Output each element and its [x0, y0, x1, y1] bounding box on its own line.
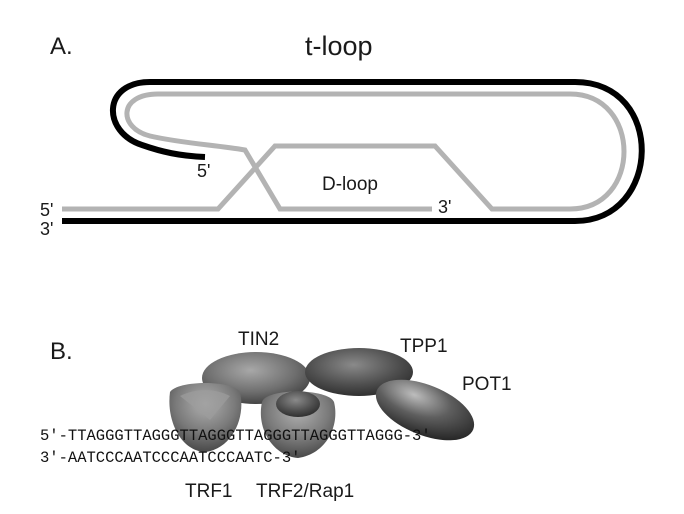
pot1-protein-shape	[375, 379, 475, 441]
trf2-rap1-label: TRF2/Rap1	[256, 481, 354, 502]
trf1-highlight	[180, 390, 230, 420]
panel-b: B. TIN2 TPP1 POT1 5'-TTAGGGTTAGGGTTAGGGT…	[40, 329, 512, 502]
five-prime-left-label: 5'	[40, 200, 53, 220]
three-prime-inner-label: 3'	[438, 197, 451, 217]
tin2-label: TIN2	[238, 329, 279, 350]
d-loop-label: D-loop	[322, 174, 378, 195]
five-prime-inner-label: 5'	[197, 161, 210, 181]
panel-a: A. t-loop 5' 5' 3' D-loop 3'	[40, 31, 645, 239]
three-prime-left-label: 3'	[40, 219, 53, 239]
gray-strand	[62, 91, 627, 212]
rap1-protein-shape	[276, 391, 320, 417]
trf1-label: TRF1	[185, 481, 233, 502]
panel-b-label: B.	[50, 338, 73, 365]
black-strand	[62, 79, 645, 224]
t-loop-title: t-loop	[305, 31, 373, 61]
tpp1-label: TPP1	[400, 336, 448, 357]
panel-a-label: A.	[50, 33, 73, 60]
sequence-bottom-strand: 3'-AATCCCAATCCCAATCCCAATC-3'	[40, 449, 300, 467]
sequence-top-strand: 5'-TTAGGGTTAGGGTTAGGGTTAGGGTTAGGGTTAGGG-…	[40, 427, 431, 445]
pot1-label: POT1	[462, 374, 512, 395]
